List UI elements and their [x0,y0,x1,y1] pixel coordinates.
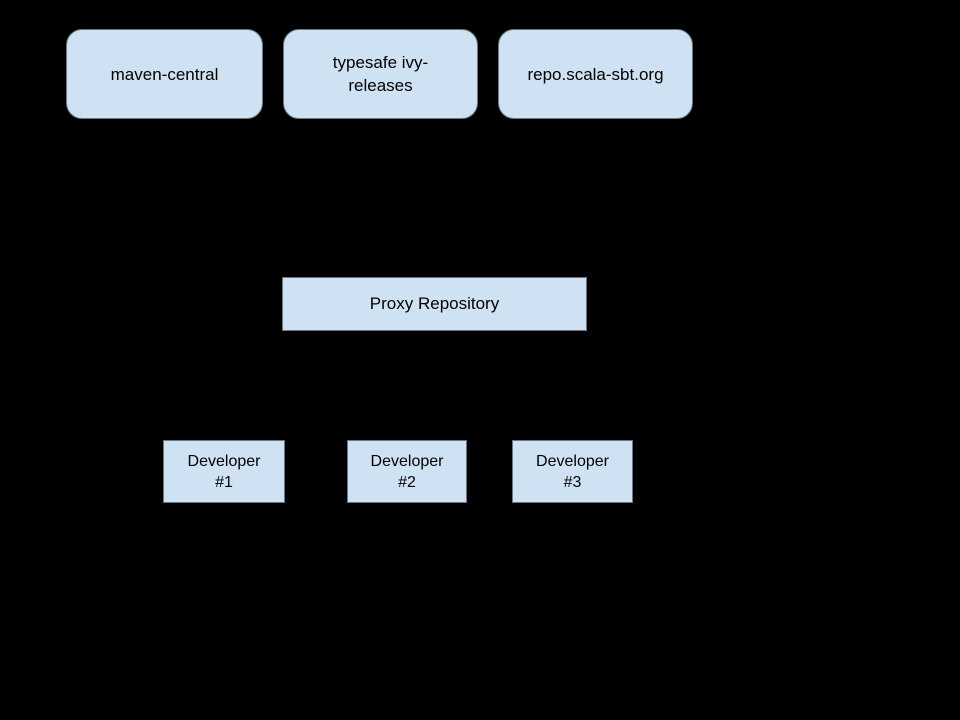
node-typesafe-ivy-releases: typesafe ivy- releases [283,29,478,119]
node-proxy-repository: Proxy Repository [282,277,587,331]
node-maven-central: maven-central [66,29,263,119]
node-developer-1: Developer #1 [163,440,285,503]
node-developer-2: Developer #2 [347,440,467,503]
node-developer-3: Developer #3 [512,440,633,503]
node-repo-scala-sbt-org: repo.scala-sbt.org [498,29,693,119]
